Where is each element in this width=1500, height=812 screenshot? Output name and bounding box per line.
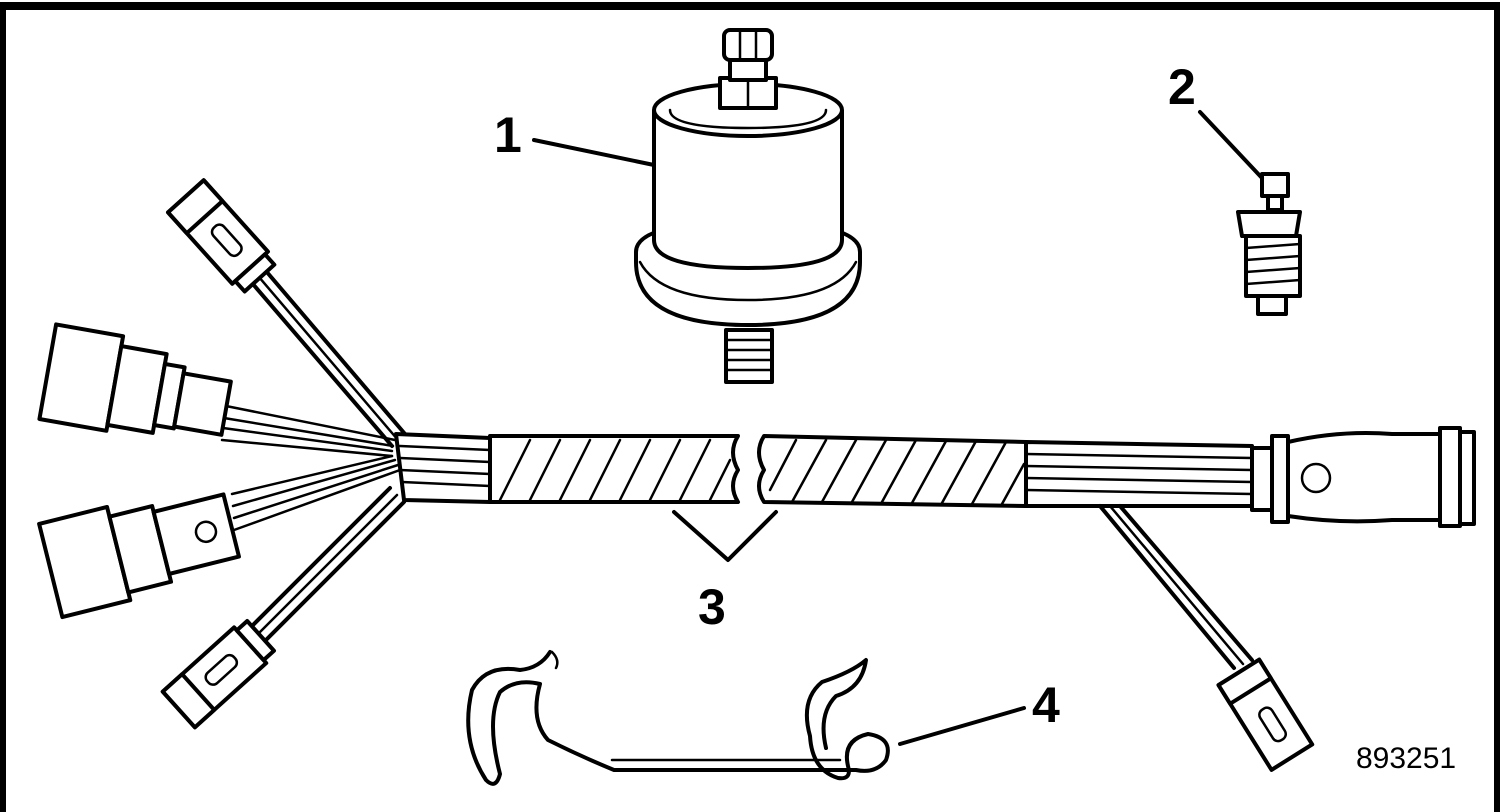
harness-branch-lower-right [1098, 504, 1315, 772]
retaining-clip-icon [466, 650, 890, 786]
leader-line-2 [1198, 110, 1264, 180]
temperature-sender-icon [1236, 172, 1302, 316]
callout-2: 2 [1168, 59, 1196, 115]
oil-pressure-sender-icon [634, 28, 862, 384]
harness-branch-large-upper [37, 322, 397, 458]
harness-connector-right [1250, 426, 1476, 528]
leader-line-3 [672, 510, 778, 562]
wiring-harness-icon [37, 178, 1476, 772]
harness-sleeve-left [488, 434, 740, 504]
harness-sleeve-right [757, 434, 1028, 508]
harness-branch-large-lower [37, 454, 402, 620]
harness-branch-upper-left [166, 178, 407, 448]
harness-branch-lower-left [160, 486, 406, 730]
leader-line-1 [532, 138, 656, 167]
callout-4: 4 [1032, 677, 1060, 733]
callout-3: 3 [698, 579, 726, 635]
leader-line-4 [898, 706, 1026, 746]
figure-number: 893251 [1356, 742, 1456, 775]
callout-1: 1 [494, 107, 522, 163]
